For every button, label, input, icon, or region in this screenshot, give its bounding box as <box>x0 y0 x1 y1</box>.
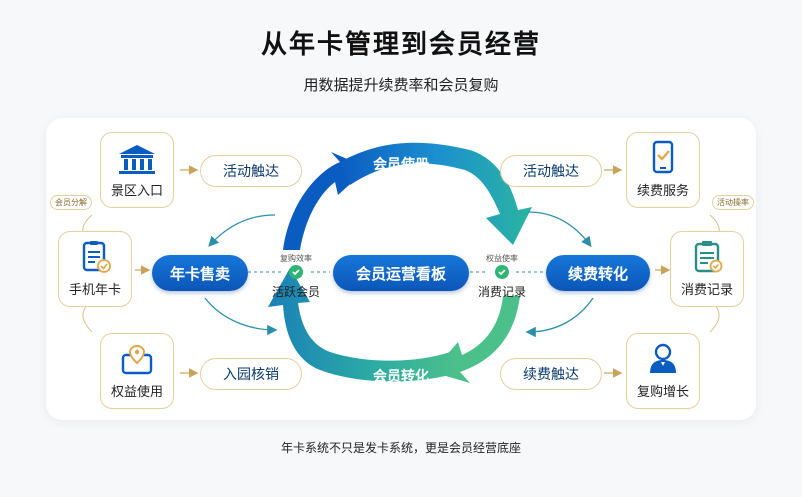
left-node-small-label: 复购效率 <box>280 254 312 263</box>
footer-note: 年卡系统不只是发卡系统，更是会员经营底座 <box>280 441 521 455</box>
card-label: 复购增长 <box>636 385 689 400</box>
card-label: 消费记录 <box>680 283 733 298</box>
hub-annual-card-sales: 年卡售卖 <box>152 255 248 291</box>
bottom-arrow-label: 会员转化 <box>373 369 429 385</box>
card-label: 权益使用 <box>110 385 163 400</box>
tag-member-breakdown: 会员分解 <box>50 195 92 210</box>
page-title: 从年卡管理到会员经营 <box>260 30 541 60</box>
clipboard-icon <box>694 241 723 273</box>
card-mobile-annual-pass: 手机年卡 <box>58 231 132 307</box>
building-icon <box>119 145 155 174</box>
pill-park-checkin: 入园核销 <box>200 358 302 390</box>
card-label: 景区入口 <box>110 184 163 199</box>
user-icon <box>650 343 676 373</box>
bottom-cycle-arc <box>268 268 460 382</box>
check-icon <box>289 265 303 279</box>
hub-renewal-conversion: 续费转化 <box>546 255 650 291</box>
card-label: 手机年卡 <box>68 283 121 298</box>
left-node-label: 活跃会员 <box>271 285 320 299</box>
card-renewal-service: 续费服务 <box>626 132 700 208</box>
page-subtitle: 用数据提升续费率和会员复购 <box>303 76 499 94</box>
right-node-small-label: 权益使率 <box>486 254 518 263</box>
top-cycle-band <box>340 142 532 245</box>
card-benefit-use: 权益使用 <box>100 333 174 409</box>
card-consumption-record: 消费记录 <box>670 231 744 307</box>
check-icon <box>495 265 509 279</box>
location-pin-icon <box>121 344 153 375</box>
phone-check-icon <box>652 140 674 174</box>
pill-renewal-reach: 续费触达 <box>500 358 602 390</box>
checklist-icon <box>82 241 111 273</box>
pill-activity-reach-right: 活动触达 <box>500 155 602 187</box>
pill-activity-reach-left: 活动触达 <box>200 155 302 187</box>
right-node-label: 消费记录 <box>477 285 526 299</box>
tag-activity-rate: 活动操率 <box>712 195 754 210</box>
center-dashboard: 会员运营看板 <box>333 255 469 291</box>
top-arrow-label: 会员使册 <box>373 157 429 173</box>
card-label: 续费服务 <box>636 184 689 199</box>
card-scenic-entrance: 景区入口 <box>100 132 174 208</box>
card-repurchase-growth: 复购增长 <box>626 333 700 409</box>
